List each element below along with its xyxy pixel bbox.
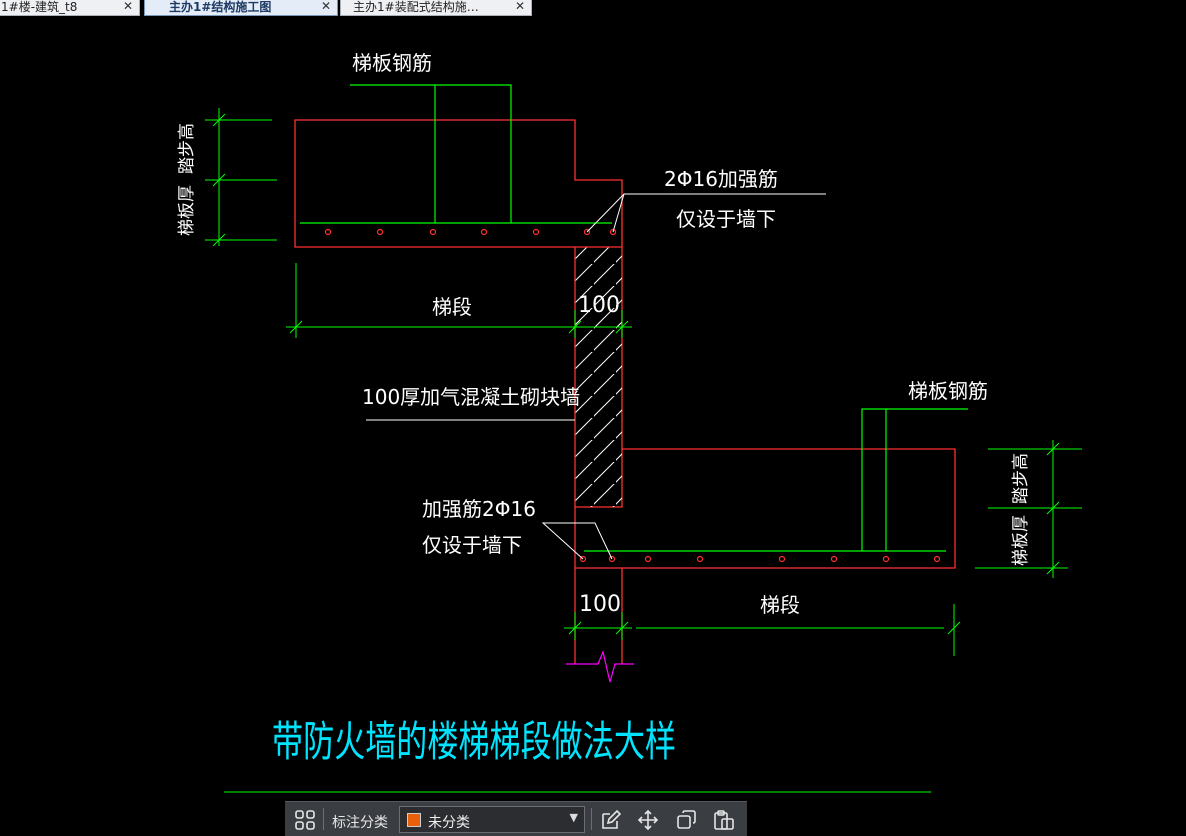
drawing-title: 带防火墙的楼梯梯段做法大样 <box>272 717 676 766</box>
annotation-category-label: 标注分类 <box>332 815 388 831</box>
tab-prefab-structure[interactable]: 主办1#装配式结构施… ✕ <box>340 0 532 16</box>
toolbar-separator <box>323 808 324 830</box>
edit-icon[interactable] <box>600 809 622 831</box>
annotation-category-select[interactable]: 未分类 ▼ <box>399 806 585 833</box>
upper-rebar <box>300 84 612 224</box>
tab-close-icon[interactable]: ✕ <box>514 0 525 13</box>
cad-drawing-canvas[interactable]: 梯板钢筋 2Φ16加强筋 仅设于墙下 梯段 100 100厚加气混凝土砌块墙 梯… <box>0 16 1186 800</box>
lower-rebar <box>584 408 968 552</box>
label-flight-top: 梯段 <box>432 295 472 319</box>
grid-icon[interactable] <box>294 809 316 831</box>
tab-close-icon[interactable]: ✕ <box>122 0 133 13</box>
label-wall-note: 100厚加气混凝土砌块墙 <box>362 385 580 409</box>
tab-close-icon[interactable]: ✕ <box>320 0 331 13</box>
fire-wall-hatch <box>575 247 622 507</box>
lower-rebar-dots <box>579 555 941 563</box>
label-reinforce-bottom-2: 仅设于墙下 <box>422 533 522 557</box>
tab-building[interactable]: 1#楼-建筑_t8 ✕ <box>0 0 140 16</box>
paste-icon[interactable] <box>713 809 735 831</box>
label-slab-thick-top: 梯板厚 <box>177 185 197 236</box>
dimension-lines <box>205 108 1082 656</box>
label-flight-bottom: 梯段 <box>760 593 800 617</box>
tab-bar: 1#楼-建筑_t8 ✕ 主办1#结构施工图 ✕ 主办1#装配式结构施… ✕ <box>0 0 1186 16</box>
leader-lines <box>366 193 826 560</box>
tab-label: 主办1#结构施工图 <box>169 0 272 14</box>
annotation-toolbar: 标注分类 未分类 ▼ <box>285 801 747 836</box>
break-mark <box>566 650 634 683</box>
label-rebar-top: 梯板钢筋 <box>352 51 432 75</box>
label-slab-thick-bottom: 梯板厚 <box>1011 515 1031 566</box>
label-dim-top: 100 <box>578 293 620 318</box>
label-reinforce-top-2: 仅设于墙下 <box>676 207 776 231</box>
label-rebar-bottom: 梯板钢筋 <box>908 379 988 403</box>
toolbar-separator <box>591 808 592 830</box>
category-select-value: 未分类 <box>428 815 470 831</box>
label-reinforce-bottom-1: 加强筋2Φ16 <box>422 497 536 521</box>
label-step-height-top: 踏步高 <box>177 123 197 174</box>
label-reinforce-top-1: 2Φ16加强筋 <box>664 167 778 191</box>
upper-rebar-dots <box>324 228 617 236</box>
lower-slab-outline <box>575 448 956 664</box>
tab-label: 主办1#装配式结构施… <box>353 0 479 14</box>
tab-label: 1#楼-建筑_t8 <box>1 0 78 14</box>
tab-structure-active[interactable]: 主办1#结构施工图 ✕ <box>144 0 338 16</box>
category-color-swatch <box>407 813 421 827</box>
label-step-height-bottom: 踏步高 <box>1011 453 1031 504</box>
move-icon[interactable] <box>637 809 659 831</box>
copy-icon[interactable] <box>675 809 697 831</box>
chevron-down-icon[interactable]: ▼ <box>569 811 578 824</box>
label-dim-bottom: 100 <box>579 592 621 617</box>
